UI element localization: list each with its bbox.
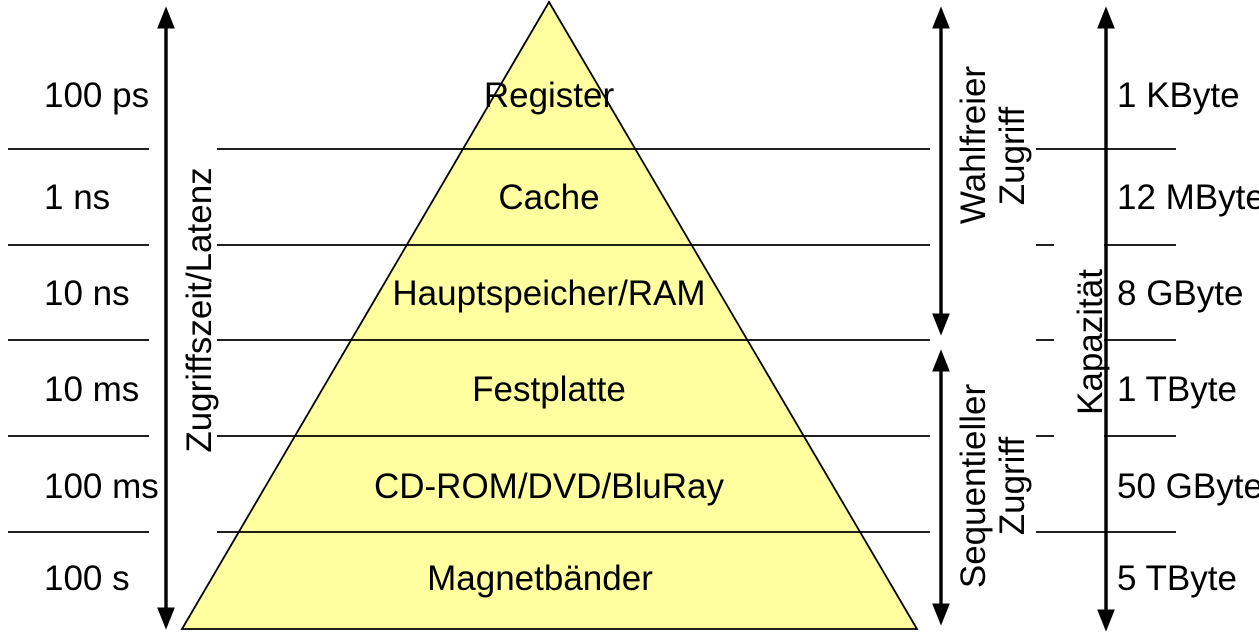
level-name-tape: Magnetbänder	[427, 559, 653, 598]
pyramid-shape	[180, 0, 919, 630]
capacity-value-cache: 12 MByte	[1117, 178, 1259, 217]
latency-value-hdd: 10 ms	[44, 370, 139, 409]
capacity-value-hdd: 1 TByte	[1117, 370, 1237, 409]
latency-value-cache: 1 ns	[44, 178, 110, 217]
latency-value-tape: 100 s	[44, 559, 130, 598]
capacity-label-mask	[1054, 225, 1104, 455]
latency-value-optical: 100 ms	[44, 467, 159, 506]
level-name-optical: CD-ROM/DVD/BluRay	[374, 467, 725, 506]
capacity-axis-label: Kapazität	[1071, 269, 1110, 415]
capacity-value-optical: 50 GByte	[1117, 467, 1259, 506]
random-access-label-line2: Zugriff	[993, 106, 1032, 205]
level-name-register: Register	[484, 76, 615, 115]
sequential-access-label-line2: Zugriff	[993, 436, 1032, 535]
latency-axis-label: Zugriffszeit/Latenz	[180, 167, 219, 452]
level-name-cache: Cache	[498, 178, 599, 217]
level-name-ram: Hauptspeicher/RAM	[392, 274, 705, 313]
level-name-hdd: Festplatte	[472, 370, 626, 409]
latency-value-ram: 10 ns	[44, 274, 130, 313]
capacity-value-register: 1 KByte	[1117, 76, 1240, 115]
latency-value-register: 100 ps	[44, 76, 149, 115]
random-access-label-line1: Wahlfreier	[954, 66, 993, 225]
capacity-value-tape: 5 TByte	[1117, 559, 1237, 598]
sequential-access-label-line1: Sequentieller	[954, 384, 993, 589]
capacity-value-ram: 8 GByte	[1117, 274, 1243, 313]
